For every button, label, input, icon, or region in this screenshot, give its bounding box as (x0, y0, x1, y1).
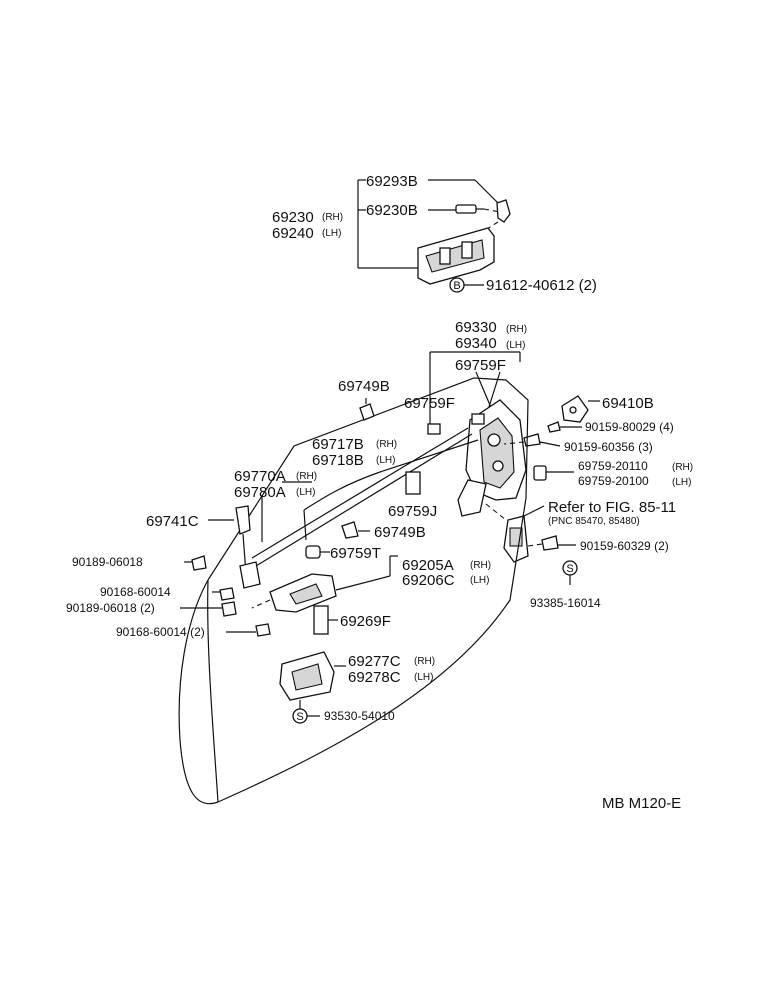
fastener-90189-06018-b (221, 601, 237, 617)
label-69206C: 69206C (402, 572, 455, 589)
label-93530: 93530-54010 (324, 709, 395, 723)
label-69759F-left: 69759F (404, 395, 455, 412)
label-93385: 93385-16014 (530, 596, 601, 610)
label-69759-20100-lh: (LH) (672, 477, 691, 488)
label-69759J: 69759J (388, 503, 437, 520)
door-lock-group: S (427, 351, 600, 585)
label-69741C: 69741C (146, 513, 199, 530)
label-69718B: 69718B (312, 452, 364, 469)
lock-actuator (503, 515, 529, 563)
label-pnc: (PNC 85470, 85480) (548, 516, 640, 527)
label-69340: 69340 (455, 335, 497, 352)
clip-69749B-a (359, 403, 375, 421)
label-lh: (LH) (322, 228, 341, 239)
label-69277C: 69277C (348, 653, 401, 670)
pad-69269F (313, 605, 329, 635)
bellcrank-69741C (235, 505, 261, 589)
striker-69410B (561, 395, 589, 423)
handle-bezel (279, 651, 335, 701)
label-90168-60014-b: 90168-60014 (2) (116, 625, 205, 639)
label-refer: Refer to FIG. 85-11 (548, 499, 676, 516)
part-labels: 69293B 69230 (RH) 69240 (LH) 69230B 9161… (66, 173, 693, 812)
label-69780A: 69780A (234, 484, 286, 501)
outside-handle-group: B (357, 179, 511, 293)
label-69717B-rh: (RH) (376, 439, 397, 450)
label-69759-20100: 69759-20100 (578, 474, 649, 488)
screw-90159-80029 (547, 421, 561, 433)
label-69230B: 69230B (366, 202, 418, 219)
fastener-90189-06018-a (191, 555, 207, 571)
fastener-90168-60014-a (219, 587, 235, 601)
label-69330-rh: (RH) (506, 324, 527, 335)
clip-69759T (305, 545, 321, 559)
label-69749B-top: 69749B (338, 378, 390, 395)
label-90159-80029: 90159-80029 (4) (585, 420, 674, 434)
label-69718B-lh: (LH) (376, 455, 395, 466)
screw-90159-60329 (541, 535, 559, 551)
label-69278C-lh: (LH) (414, 672, 433, 683)
label-90159-60329: 90159-60329 (2) (580, 539, 669, 553)
symbol-b-label: B (453, 280, 460, 292)
label-69780A-lh: (LH) (296, 487, 315, 498)
symbol-s-label-2: S (296, 711, 303, 723)
label-69330: 69330 (455, 319, 497, 336)
label-69269F: 69269F (340, 613, 391, 630)
label-90159-60356: 90159-60356 (3) (564, 440, 653, 454)
inside-handle (269, 573, 337, 613)
label-69410B: 69410B (602, 395, 654, 412)
label-69759-20110: 69759-20110 (578, 459, 648, 473)
outside-handle (417, 227, 495, 285)
label-91612: 91612-40612 (2) (486, 277, 597, 294)
label-90168-60014-a: 90168-60014 (100, 585, 171, 599)
door-panel-outline (178, 377, 529, 805)
label-69749B-bottom: 69749B (374, 524, 426, 541)
label-69717B: 69717B (312, 436, 364, 453)
clip-69749B-b (341, 521, 359, 539)
label-69206C-lh: (LH) (470, 575, 489, 586)
label-rh: (RH) (322, 212, 343, 223)
lock-rods (251, 427, 479, 567)
clip-69759J (405, 471, 421, 495)
fastener-90168-60014-b (255, 623, 271, 637)
label-90189-06018-b: 90189-06018 (2) (66, 601, 155, 615)
screw-90159-60356 (523, 433, 541, 447)
clip-69759-20110 (533, 465, 547, 481)
label-69340-lh: (LH) (506, 340, 525, 351)
label-69759T: 69759T (330, 545, 381, 562)
label-90189-06018-a: 90189-06018 (72, 555, 143, 569)
label-69770A: 69770A (234, 468, 286, 485)
label-69770A-rh: (RH) (296, 471, 317, 482)
clip-69759F-a (427, 423, 441, 435)
clip-69759F-b (471, 413, 485, 425)
label-69240: 69240 (272, 225, 314, 242)
figure-code: MB M120-E (602, 795, 681, 812)
label-69277C-rh: (RH) (414, 656, 435, 667)
label-69230: 69230 (272, 209, 314, 226)
label-69205A: 69205A (402, 557, 454, 574)
label-69205A-rh: (RH) (470, 560, 491, 571)
bolt-69230B (455, 204, 484, 214)
door-lock (457, 399, 527, 517)
clip-69293B (496, 199, 511, 223)
label-69293B: 69293B (366, 173, 418, 190)
symbol-s-label: S (566, 563, 573, 575)
label-69759F-right: 69759F (455, 357, 506, 374)
label-69759-20110-rh: (RH) (672, 462, 693, 473)
label-69278C: 69278C (348, 669, 401, 686)
